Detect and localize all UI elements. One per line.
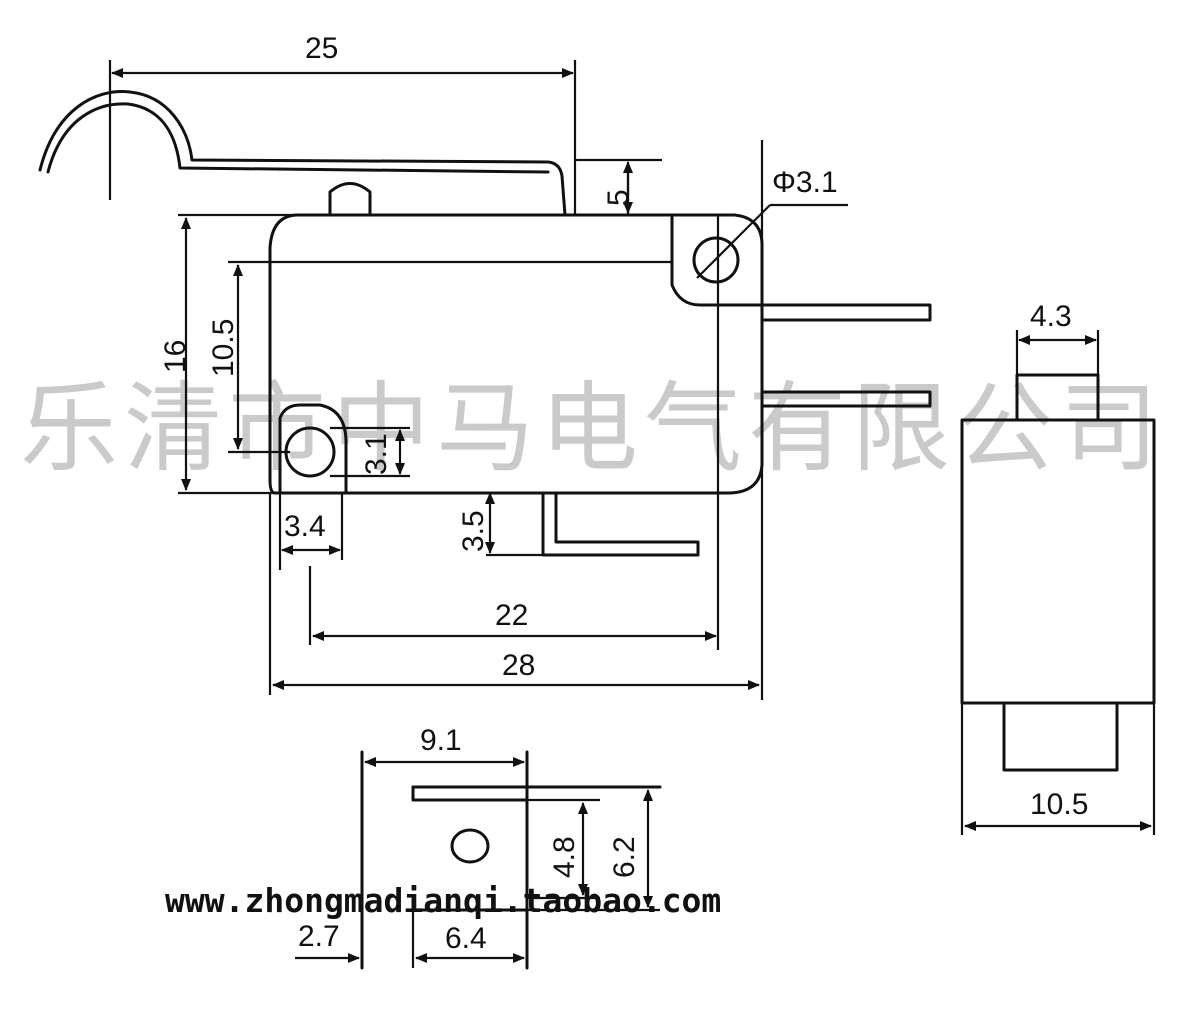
dim-terminal-drop: 3.5 — [457, 510, 490, 552]
terminal-right-upper — [760, 303, 932, 322]
terminal-right-lower — [760, 390, 932, 408]
roller-lever — [38, 90, 567, 217]
dim-lever-reach: 25 — [305, 32, 338, 65]
front-view-dimensions: 25 5 Φ3.1 16 10.5 3.1 3.4 3.5 — [108, 32, 848, 700]
website-url: www.zhongmadianqi.taobao.com — [165, 881, 721, 920]
side-actuator — [1015, 373, 1100, 422]
dim-body-height: 16 — [159, 340, 192, 373]
dim-hole-diameter: Φ3.1 — [772, 166, 838, 199]
terminal-hole — [450, 828, 490, 864]
mounting-hole-top — [692, 236, 740, 284]
side-view: 4.3 10.5 — [960, 300, 1156, 835]
side-terminal — [1002, 701, 1119, 772]
dim-hole-spacing-v: 10.5 — [207, 319, 240, 377]
switch-body — [268, 213, 764, 495]
side-body — [960, 418, 1156, 705]
actuator-button — [328, 182, 372, 217]
dim-lever-height: 5 — [602, 189, 635, 206]
dim-body-length: 28 — [502, 649, 535, 682]
dim-terminal-width: 9.1 — [420, 724, 462, 757]
dim-side-top-width: 4.3 — [1030, 300, 1072, 333]
dim-terminal-height: 6.2 — [608, 836, 641, 878]
dim-hole-spacing-h: 22 — [495, 599, 528, 632]
watermark-text: 乐清市中马电气有限公司 — [20, 372, 1164, 486]
terminal-view: 9.1 4.8 6.2 2.7 6.4 — [295, 724, 662, 970]
dim-hole-size: 3.1 — [360, 433, 393, 475]
dim-terminal-tab: 6.4 — [445, 922, 487, 955]
dim-terminal-offset: 2.7 — [298, 920, 340, 953]
terminal-bottom — [541, 491, 700, 557]
dim-terminal-hole-h: 4.8 — [548, 836, 581, 878]
dim-side-width: 10.5 — [1030, 788, 1088, 821]
dim-hole-offset: 3.4 — [284, 510, 326, 543]
